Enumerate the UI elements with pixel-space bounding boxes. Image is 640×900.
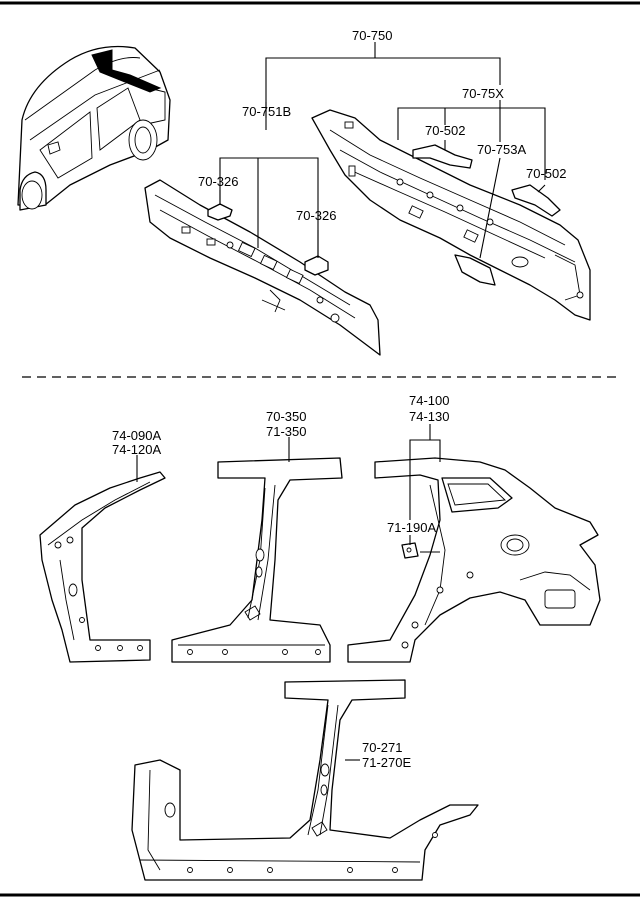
label-74-100: 74-100: [409, 393, 449, 408]
b-pillar-drawing: [171, 457, 343, 663]
rear-crossmember-drawing: [144, 179, 381, 356]
label-70-75X: 70-75X: [462, 86, 504, 101]
label-74-120A: 74-120A: [112, 442, 161, 457]
label-70-751B: 70-751B: [242, 104, 291, 119]
side-outer-panel-drawing: [131, 679, 479, 881]
label-71-190A: 71-190A: [387, 520, 436, 535]
label-70-502-b: 70-502: [526, 166, 566, 181]
label-70-326-right: 70-326: [296, 208, 336, 223]
label-70-753A: 70-753A: [477, 142, 526, 157]
label-74-130: 74-130: [409, 409, 449, 424]
label-74-090A: 74-090A: [112, 428, 161, 443]
vehicle-locator-drawing: [17, 45, 171, 211]
label-70-271: 70-271: [362, 740, 402, 755]
label-71-350: 71-350: [266, 424, 306, 439]
label-71-270E: 71-270E: [362, 755, 411, 770]
leader-lines: [136, 42, 546, 761]
rear-quarter-drawing: [347, 457, 601, 663]
rear-panel-drawing: [311, 109, 591, 321]
label-70-750: 70-750: [352, 28, 392, 43]
label-70-502-a: 70-502: [425, 123, 465, 138]
a-pillar-drawing: [39, 471, 166, 663]
label-70-350: 70-350: [266, 409, 306, 424]
label-70-326-left: 70-326: [198, 174, 238, 189]
